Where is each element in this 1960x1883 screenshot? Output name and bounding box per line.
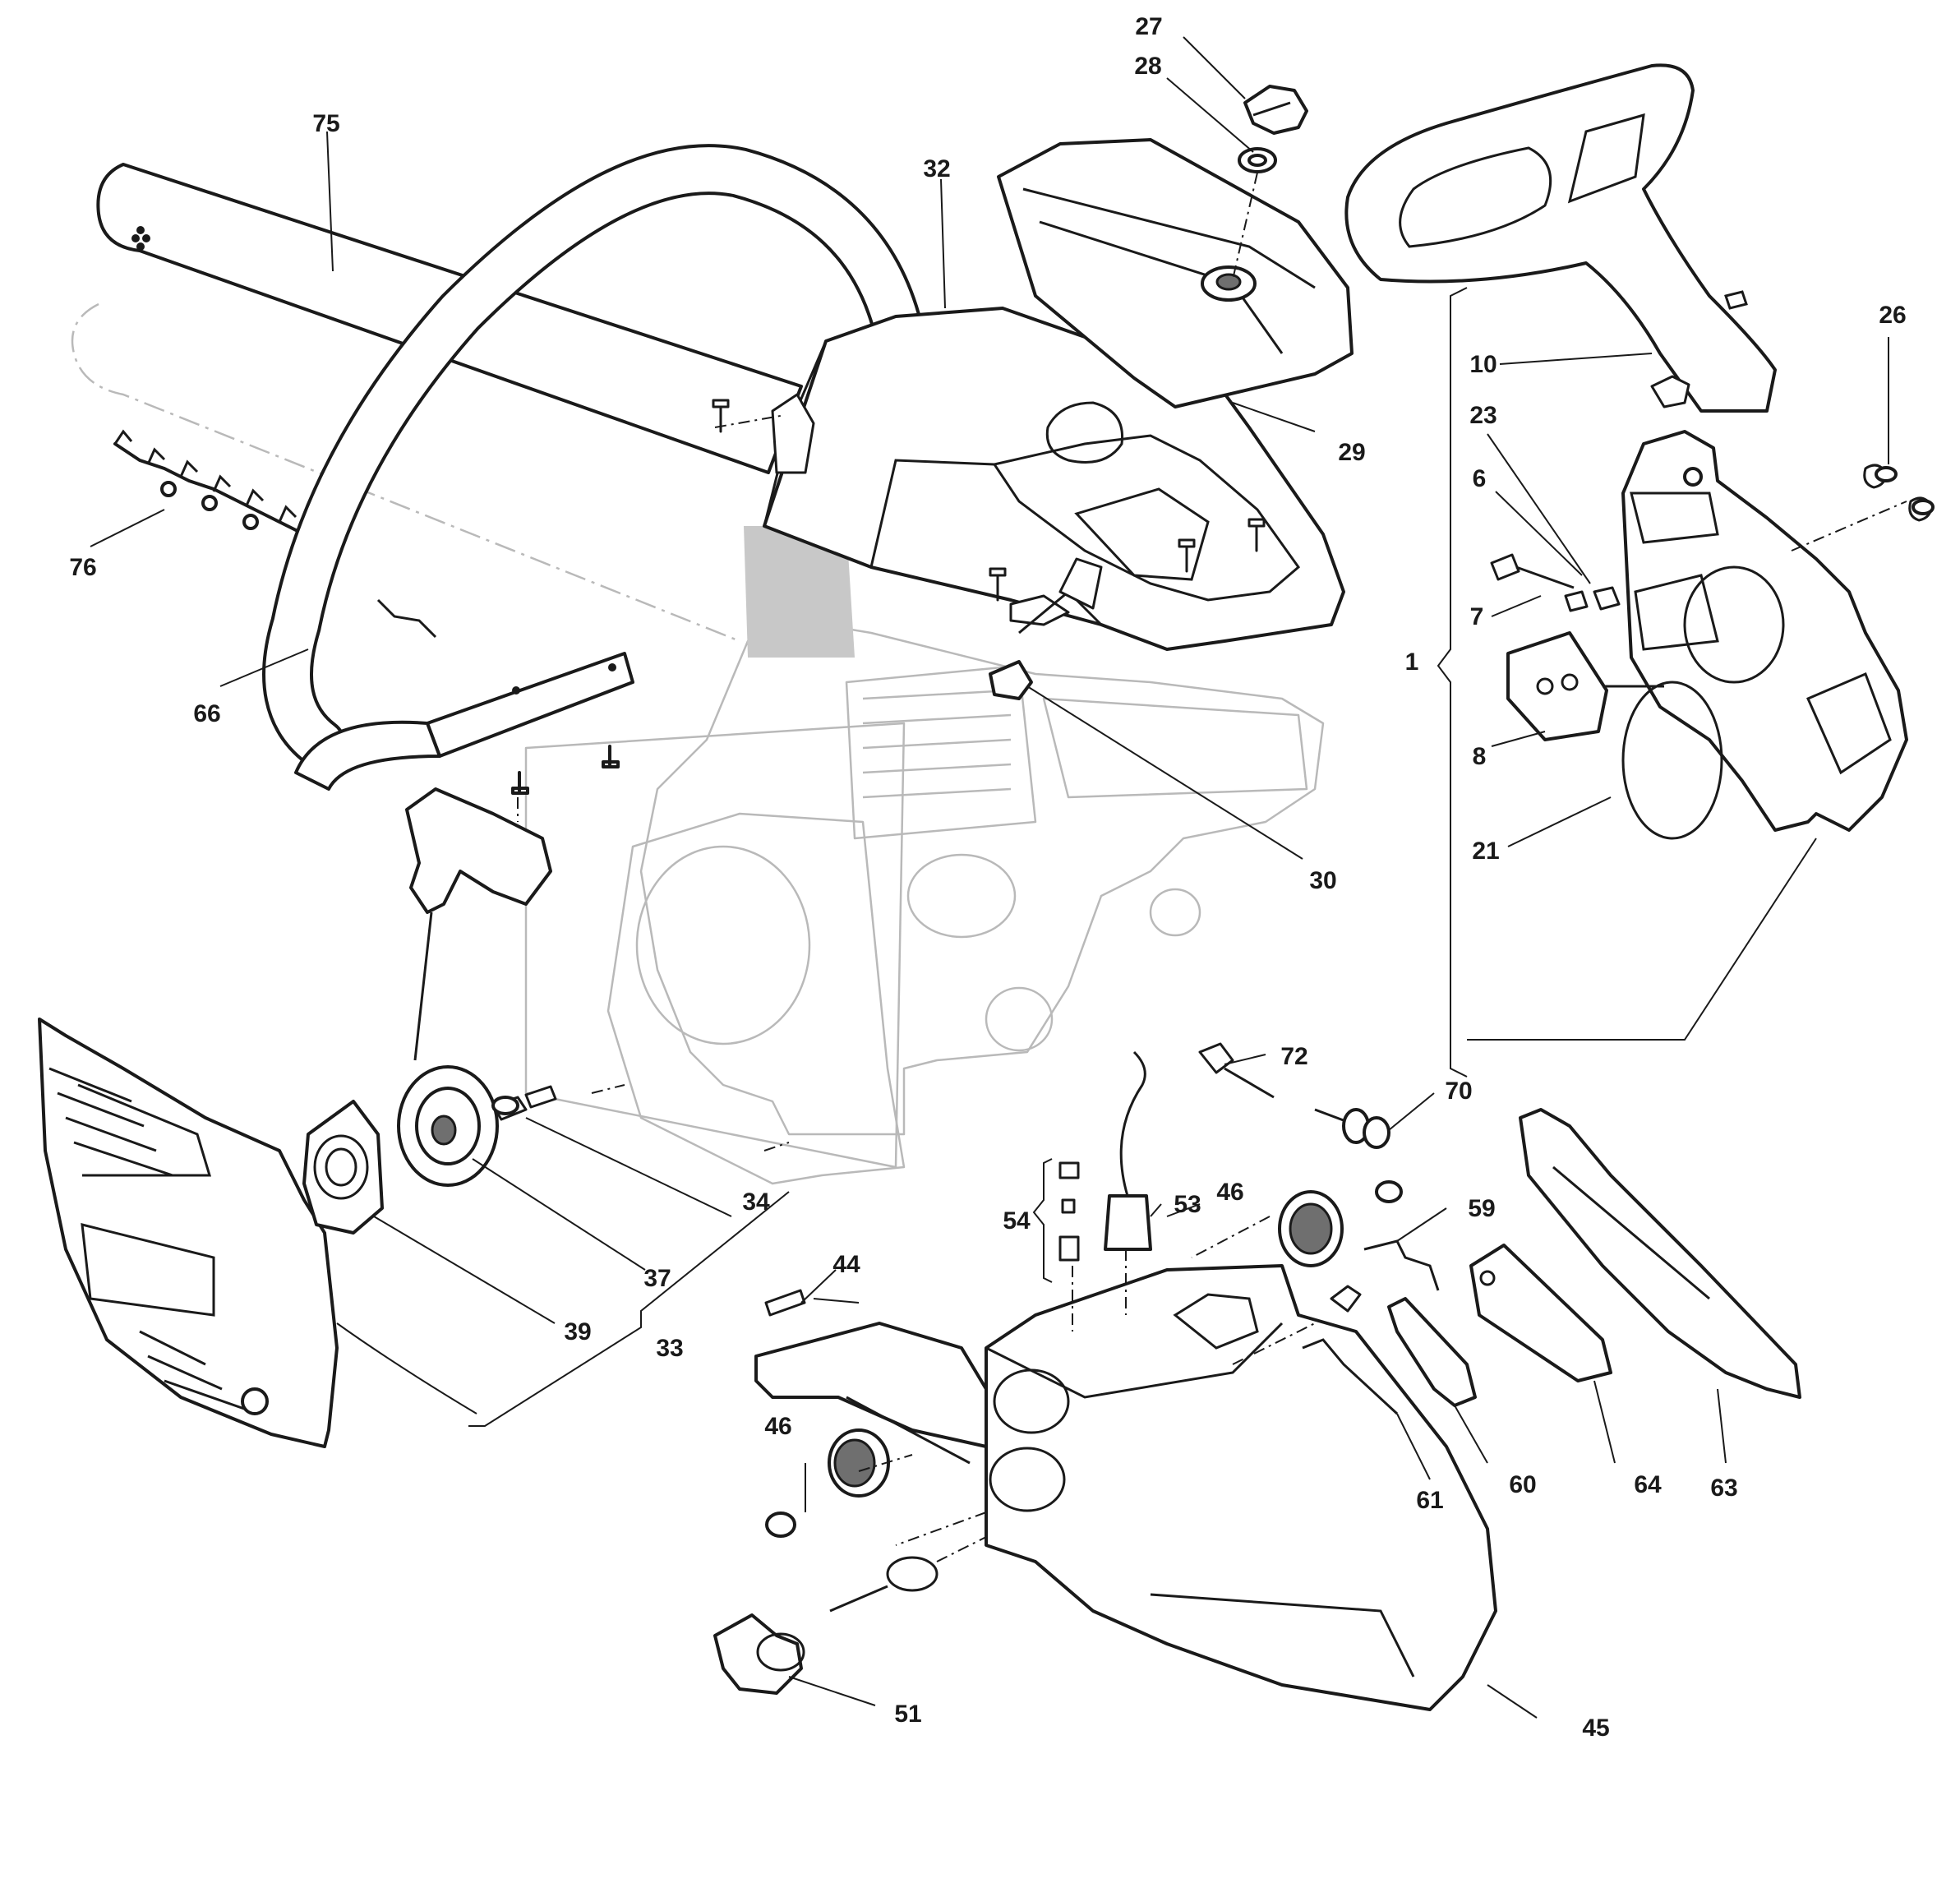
label-37: 37 xyxy=(643,1265,671,1292)
label-21: 21 xyxy=(1472,838,1499,865)
label-51: 51 xyxy=(894,1701,921,1728)
knob-part-27 xyxy=(1243,85,1308,135)
filter-part-53 xyxy=(1104,1050,1152,1251)
starter-housing-part-33 xyxy=(38,1018,339,1448)
label-72: 72 xyxy=(1280,1043,1307,1070)
filter-cover-part-29 xyxy=(997,138,1354,408)
label-30: 30 xyxy=(1309,867,1336,894)
pulley-part-37 xyxy=(397,1065,499,1187)
label-1: 1 xyxy=(1405,648,1419,676)
label-34: 34 xyxy=(742,1188,770,1216)
fuel-cap-part-51 xyxy=(713,1536,987,1695)
grip-part-63 xyxy=(1519,1108,1801,1399)
guide-bar-part-75 xyxy=(71,163,803,643)
spring-part-59 xyxy=(1363,1239,1440,1291)
label-33: 33 xyxy=(656,1335,683,1362)
label-46-lower: 46 xyxy=(764,1413,791,1440)
label-64: 64 xyxy=(1634,1471,1662,1498)
rear-handle-part-10 xyxy=(1344,63,1777,413)
label-45: 45 xyxy=(1582,1715,1609,1742)
grommet-part-46-upper xyxy=(1278,1180,1403,1267)
label-6: 6 xyxy=(1473,465,1487,492)
label-27: 27 xyxy=(1135,13,1162,40)
brake-band-part-21 xyxy=(1603,681,1723,840)
label-76: 76 xyxy=(69,554,96,581)
label-59: 59 xyxy=(1468,1195,1495,1222)
clip-part-6-23 xyxy=(1593,586,1621,611)
part-labels: 75 76 66 32 27 28 29 30 10 23 6 7 1 8 21… xyxy=(69,13,1906,1742)
leader-lines xyxy=(90,36,1889,1719)
clip-part-30 xyxy=(989,660,1033,700)
pull-handle-part-34 xyxy=(405,787,557,1121)
label-23: 23 xyxy=(1469,402,1497,429)
label-53: 53 xyxy=(1174,1191,1201,1218)
fuel-tank-part-45 xyxy=(754,1264,1497,1711)
clip-part-44 xyxy=(764,1289,806,1317)
label-32: 32 xyxy=(923,155,950,182)
chain-plate-part-8 xyxy=(1506,631,1608,741)
spring-part-61 xyxy=(1302,1338,1399,1415)
spring-part-39 xyxy=(302,1100,384,1235)
pickup-part-70 xyxy=(1314,1108,1390,1149)
label-39: 39 xyxy=(564,1318,591,1345)
label-7: 7 xyxy=(1470,603,1484,630)
hose-part-72 xyxy=(1198,1042,1275,1099)
engine-block-ghost xyxy=(524,526,1325,1185)
assembly-lines xyxy=(517,414,1316,1546)
cover-screws xyxy=(712,399,1266,602)
valve-part-54 xyxy=(1058,1161,1080,1262)
label-63: 63 xyxy=(1710,1475,1737,1502)
label-28: 28 xyxy=(1134,53,1161,80)
label-61: 61 xyxy=(1416,1487,1443,1514)
label-10: 10 xyxy=(1469,351,1497,378)
starter-assembly-line xyxy=(336,1322,477,1415)
label-54: 54 xyxy=(1003,1207,1031,1235)
label-60: 60 xyxy=(1509,1471,1536,1498)
label-8: 8 xyxy=(1473,743,1487,770)
front-handle-part-66 xyxy=(262,144,921,795)
bolt-part-7 xyxy=(1490,553,1589,612)
label-46-upper: 46 xyxy=(1216,1179,1243,1206)
label-75: 75 xyxy=(312,110,339,137)
saw-chain-part-76 xyxy=(113,429,437,639)
clutch-cover-part-1 xyxy=(1621,430,1935,832)
trigger-part-60 xyxy=(1387,1297,1477,1407)
label-70: 70 xyxy=(1445,1078,1472,1105)
label-26: 26 xyxy=(1879,302,1906,329)
label-44: 44 xyxy=(832,1251,860,1278)
lockout-part-64 xyxy=(1469,1244,1612,1382)
washer-part-28 xyxy=(1232,147,1277,280)
label-29: 29 xyxy=(1338,439,1365,466)
label-66: 66 xyxy=(193,700,220,727)
grommet-part-46-lower xyxy=(765,1428,890,1538)
brackets xyxy=(468,287,1817,1427)
